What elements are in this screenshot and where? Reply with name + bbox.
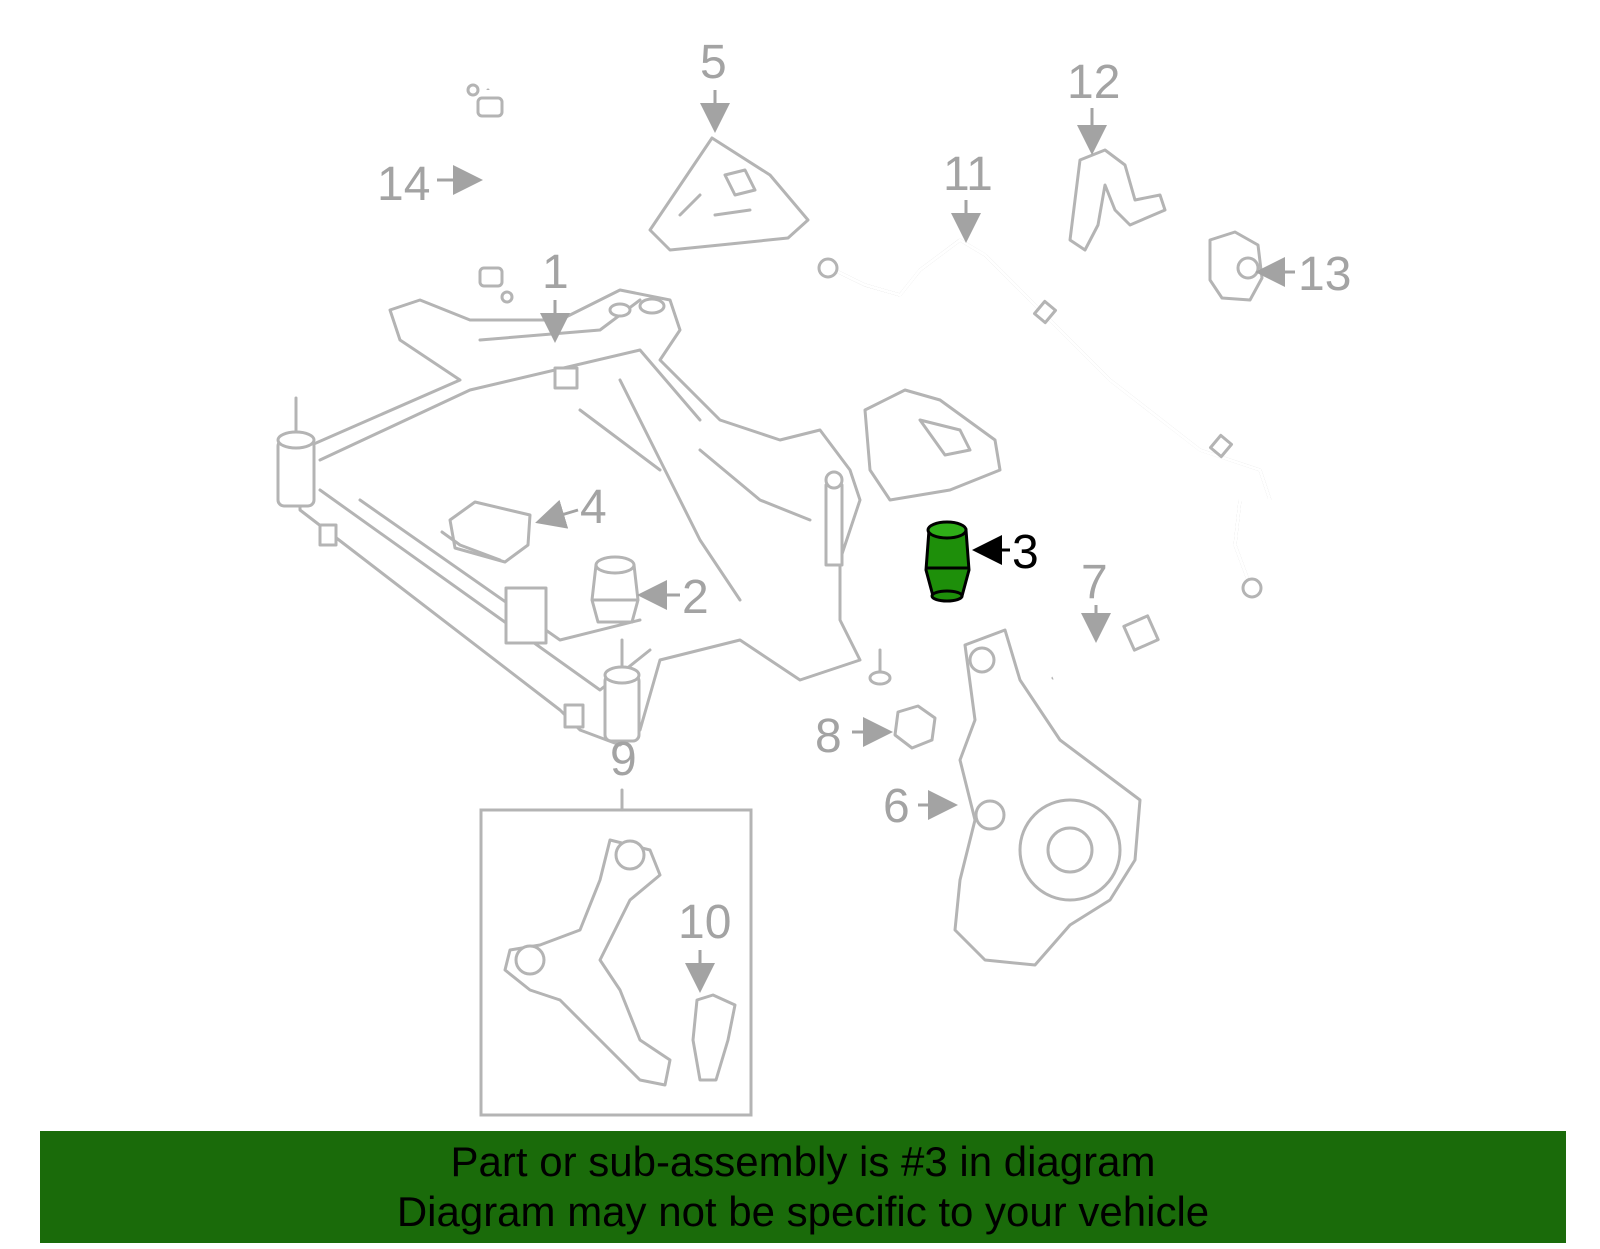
callout-6: 6: [883, 780, 910, 833]
callout-1: 1: [542, 246, 569, 299]
stab-link-part-14: [466, 83, 514, 304]
knuckle-part-6: [953, 628, 1142, 967]
callout-8: 8: [815, 710, 842, 763]
bushing-part-2: [590, 555, 640, 624]
callout-9: 9: [610, 733, 637, 786]
callout-12: 12: [1067, 56, 1120, 109]
callout-5: 5: [700, 36, 727, 89]
arrow-4: [535, 499, 579, 529]
callout-7: 7: [1081, 556, 1108, 609]
clamp-part-12: [1068, 148, 1167, 252]
subframe-part: [276, 288, 1002, 747]
callout-10: 10: [678, 896, 731, 949]
nut-part-8: [893, 704, 937, 750]
callout-13: 13: [1298, 248, 1351, 301]
bushing-part-3-highlighted: [924, 520, 971, 603]
info-banner: Part or sub-assembly is #3 in diagram Di…: [40, 1131, 1566, 1243]
callout-labels: 1 2 3 4 5 6 7 8 9 10 11 12 13 14: [377, 36, 1351, 949]
callout-14: 14: [377, 158, 430, 211]
callout-11: 11: [943, 148, 993, 201]
shield-part-5: [648, 136, 810, 252]
stab-bushing-part-13: [1208, 230, 1264, 302]
stabilizer-bar-part-11: [817, 238, 1273, 599]
callout-4: 4: [580, 481, 607, 534]
callout-2: 2: [682, 571, 709, 624]
callout-3: 3: [1012, 526, 1039, 579]
bracket-part-4: [440, 500, 532, 564]
banner-line-1: Part or sub-assembly is #3 in diagram: [450, 1138, 1156, 1185]
bolt-part-7: [1051, 614, 1160, 681]
control-arm-inset: [479, 788, 753, 1117]
callout-arrows: [437, 90, 1295, 993]
banner-line-2: Diagram may not be specific to your vehi…: [396, 1188, 1210, 1235]
